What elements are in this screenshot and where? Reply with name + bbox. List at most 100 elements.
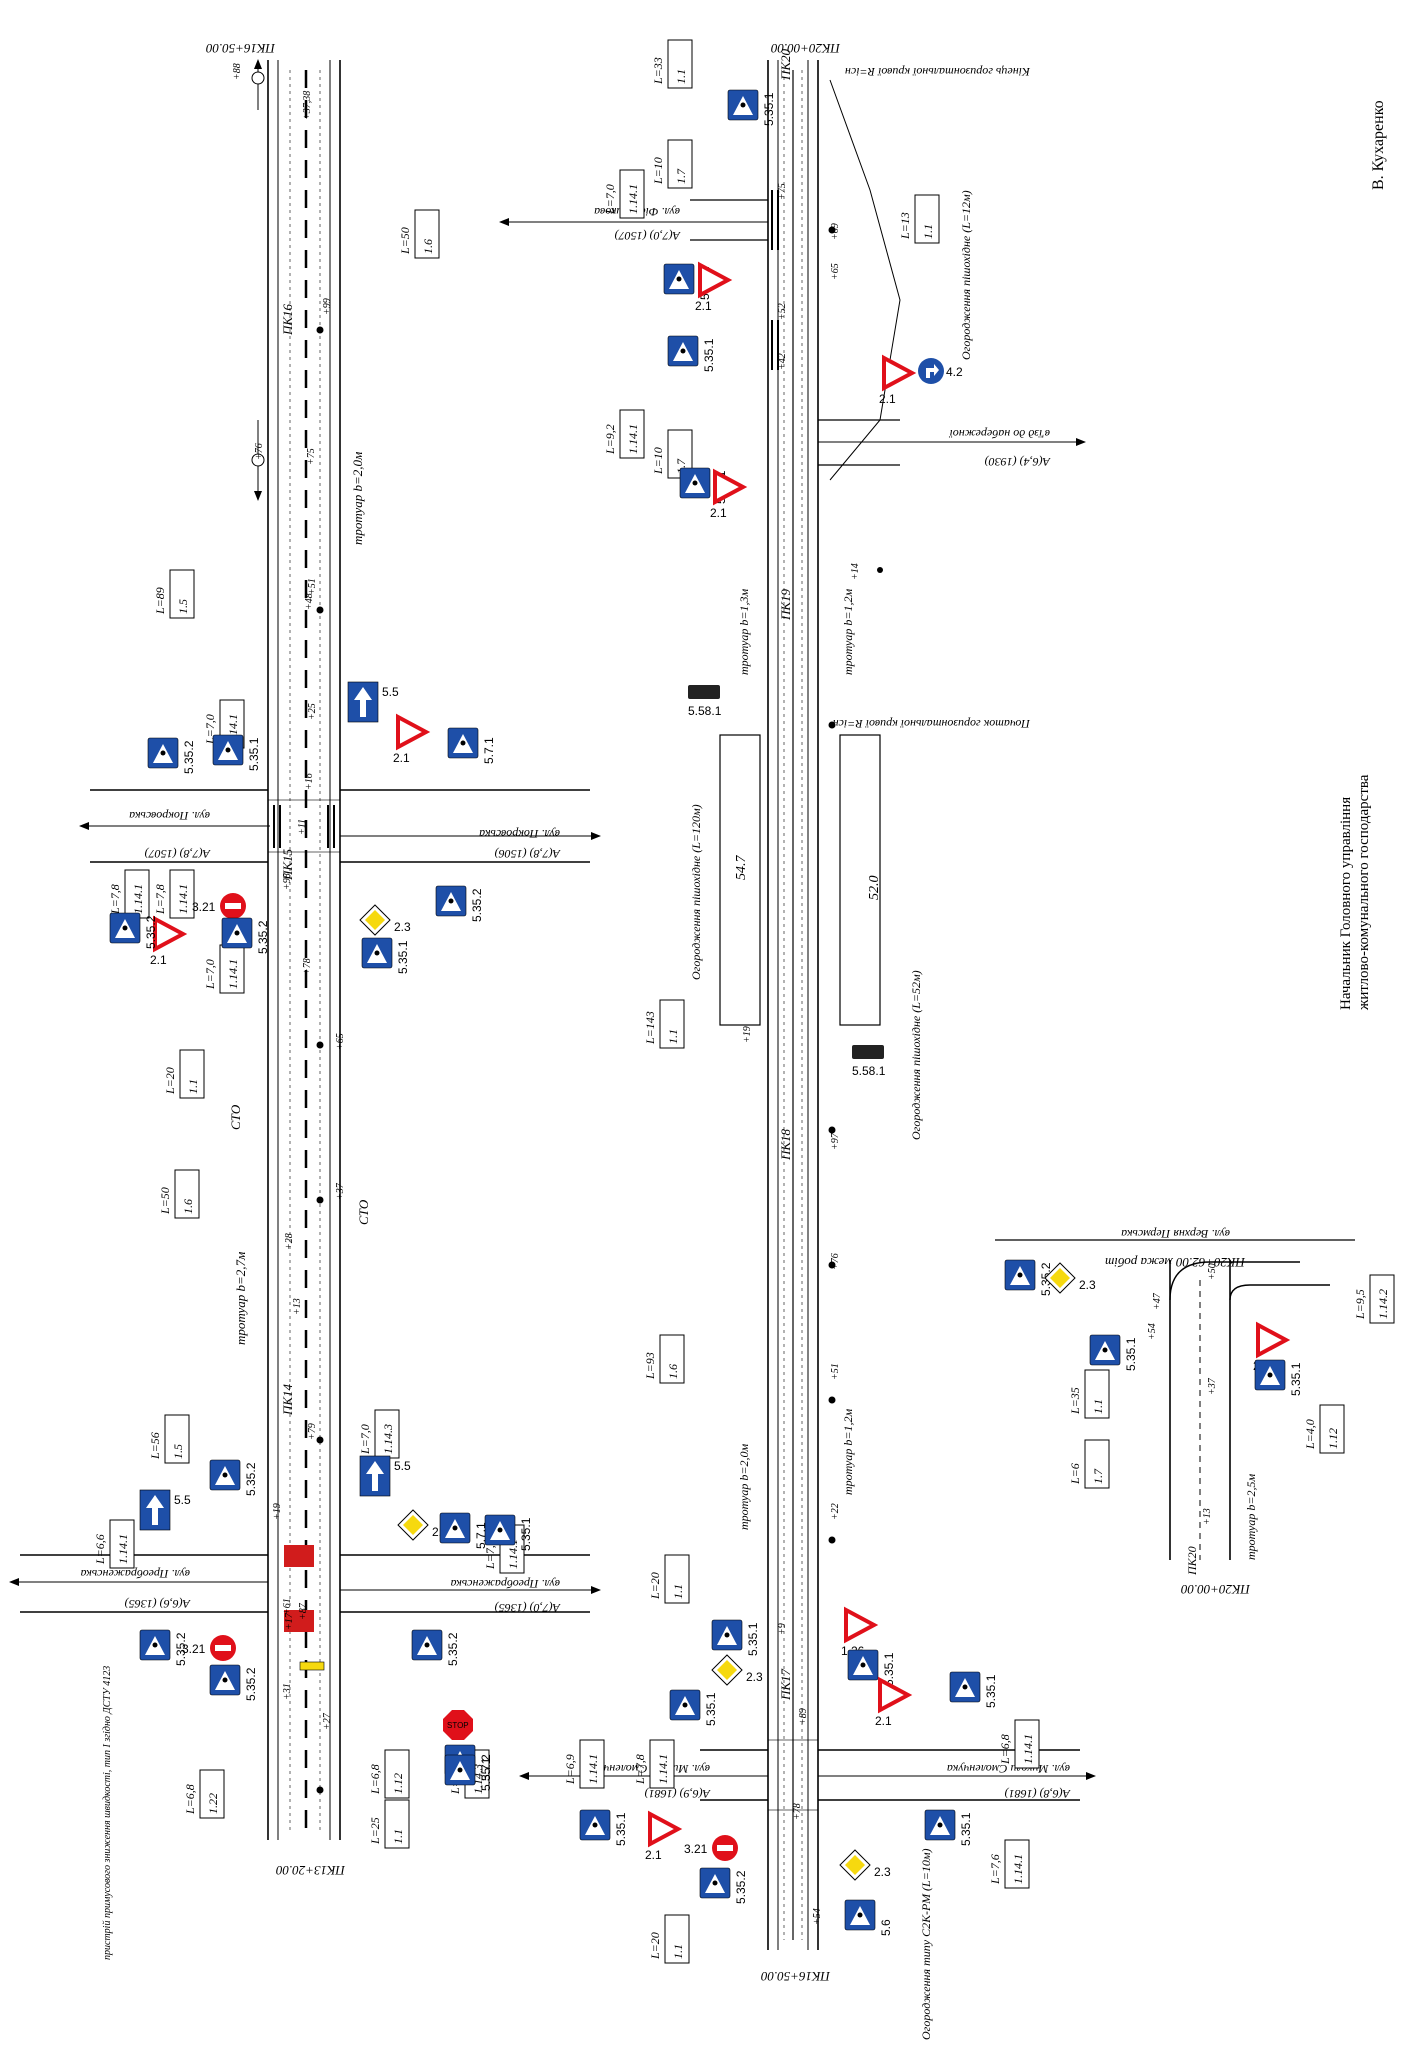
station-mark: +14 bbox=[850, 563, 861, 580]
svg-text:5.35.2: 5.35.2 bbox=[244, 1462, 258, 1496]
station-marks: +88+37,38+76+75+99+51+48+25+16+11+98+78+… bbox=[232, 63, 1218, 1925]
pedestrian-crossing-sign-icon: 5.7.1 bbox=[447, 727, 496, 764]
marking-label: 1.14.1L=7,6 bbox=[988, 1839, 1030, 1889]
right-pk-top: ПК20+62.00 межа робіт bbox=[1105, 1255, 1246, 1270]
picket-labels: ПК16 ПК15 ПК14 ПК20 ПК19 ПК18 ПК17 ПК20 bbox=[280, 48, 1199, 1701]
svg-text:2.1: 2.1 bbox=[150, 953, 167, 967]
svg-text:А(7,8) (1506): А(7,8) (1506) bbox=[495, 847, 561, 861]
pedestrian-crossing-sign-icon: 5.35.1 bbox=[949, 1671, 998, 1708]
svg-text:ПК16: ПК16 bbox=[280, 303, 295, 336]
info-plate-sign-icon: 5.58.1 bbox=[852, 1045, 886, 1078]
svg-text:L=89: L=89 bbox=[153, 587, 167, 615]
svg-text:2.1: 2.1 bbox=[695, 299, 712, 313]
svg-text:вул. Покровська: вул. Покровська bbox=[129, 809, 210, 823]
station-mark: +28 bbox=[284, 1233, 295, 1250]
svg-text:1.14.1: 1.14.1 bbox=[626, 424, 640, 454]
svg-text:L=33: L=33 bbox=[651, 57, 665, 85]
warning-triangle-sign-icon: 2.1 bbox=[150, 915, 188, 967]
svg-text:5.7.2: 5.7.2 bbox=[479, 1754, 493, 1781]
pedestrian-crossing-sign-icon: 5.35.2 bbox=[435, 885, 484, 922]
marking-label: 1.14.1L=6,6 bbox=[93, 1519, 135, 1569]
marking-label: 1.1 L=33 bbox=[651, 39, 693, 89]
svg-text:5.35.2: 5.35.2 bbox=[144, 915, 158, 949]
station-mark: +51 bbox=[307, 578, 318, 595]
priority-road-sign-icon: 2.3 bbox=[1044, 1262, 1096, 1294]
marking-label: 1.1L=13 bbox=[898, 194, 940, 244]
svg-text:пристрій примусового зниження: пристрій примусового зниження швидкості,… bbox=[102, 1666, 113, 1960]
station-mark: +19 bbox=[742, 1026, 753, 1043]
svg-text:5.35.1: 5.35.1 bbox=[1289, 1362, 1303, 1396]
station-mark: +9 bbox=[777, 1623, 788, 1635]
pedestrian-crossing-sign-icon: 5.35.2 bbox=[147, 737, 196, 774]
svg-text:ПК19: ПК19 bbox=[778, 588, 793, 621]
station-mark: +47 bbox=[1152, 1292, 1163, 1310]
svg-text:L=7,8: L=7,8 bbox=[108, 884, 122, 915]
pedestrian-crossing-sign-icon: 5.35.2 bbox=[209, 1664, 258, 1701]
svg-text:А(7,0) (1365): А(7,0) (1365) bbox=[495, 1601, 561, 1615]
svg-text:1.14.1: 1.14.1 bbox=[116, 1534, 130, 1564]
warning-triangle-sign-icon: 2.1 bbox=[645, 1810, 683, 1862]
svg-text:5.5: 5.5 bbox=[174, 1493, 191, 1507]
pedestrian-crossing-sign-icon: 5.35.1 bbox=[1254, 1359, 1303, 1396]
station-mark: +54 bbox=[1147, 1323, 1158, 1340]
svg-text:L=7,0: L=7,0 bbox=[358, 1424, 372, 1455]
svg-text:5.35.2: 5.35.2 bbox=[470, 888, 484, 922]
marking-label: 1.1L=20 bbox=[163, 1049, 205, 1099]
marking-label: 1.14.1L=7,0 bbox=[603, 169, 645, 219]
svg-text:5.5: 5.5 bbox=[394, 1459, 411, 1473]
marking-label: 1.5L=89 bbox=[153, 569, 195, 619]
station-mark: +31 bbox=[282, 1683, 293, 1700]
pedestrian-crossing-sign-icon: 5.35.1 bbox=[924, 1809, 973, 1846]
right-pk-bottom: ПК20+00.00 bbox=[1180, 1582, 1251, 1597]
svg-text:А(6,8) (1681): А(6,8) (1681) bbox=[1005, 1787, 1071, 1801]
svg-text:1.1: 1.1 bbox=[674, 69, 688, 84]
svg-text:L=9,2: L=9,2 bbox=[603, 424, 617, 455]
svg-text:L=93: L=93 bbox=[643, 1352, 657, 1380]
svg-text:L=10: L=10 bbox=[651, 447, 665, 475]
svg-text:Кінець горизонтальної кривої R: Кінець горизонтальної кривої R=існ bbox=[845, 65, 1031, 79]
svg-text:L=7,0: L=7,0 bbox=[483, 1539, 497, 1570]
svg-text:L=20: L=20 bbox=[163, 1067, 177, 1095]
svg-text:А(6,9) (1681): А(6,9) (1681) bbox=[645, 1787, 711, 1801]
station-mark: +37,38 bbox=[302, 91, 313, 120]
svg-text:5.35.2: 5.35.2 bbox=[256, 920, 270, 954]
priority-road-sign-icon: 2.3 bbox=[711, 1654, 763, 1686]
station-mark: +37 bbox=[1207, 1377, 1218, 1395]
station-mark: +42 bbox=[777, 353, 788, 370]
svg-text:1.1: 1.1 bbox=[1091, 1399, 1105, 1414]
marking-label: 1.14.1L=6,8 bbox=[998, 1719, 1040, 1769]
warning-triangle-sign-icon: 2.1 bbox=[393, 713, 431, 765]
svg-text:вул. Преображенська: вул. Преображенська bbox=[450, 1577, 560, 1591]
no-entry-sign-icon: 3.21 bbox=[182, 1635, 236, 1661]
station-mark: +65 bbox=[830, 263, 841, 280]
svg-text:вул. Верхня Пермська: вул. Верхня Пермська bbox=[1121, 1227, 1230, 1241]
svg-text:ПК15: ПК15 bbox=[280, 848, 295, 881]
svg-text:3.21: 3.21 bbox=[684, 1842, 708, 1856]
station-mark: +13 bbox=[1202, 1508, 1213, 1525]
svg-text:5.35.1: 5.35.1 bbox=[614, 1812, 628, 1846]
svg-text:5.35.1: 5.35.1 bbox=[1124, 1337, 1138, 1371]
svg-text:54.7: 54.7 bbox=[734, 855, 749, 881]
pedestrian-crossing-sign-icon: 5.35.2 bbox=[109, 912, 158, 949]
pedestrian-crossing-sign-icon: 5.35.2 bbox=[699, 1867, 748, 1904]
station-mark: +89 bbox=[798, 1708, 809, 1725]
right-road bbox=[995, 1239, 1355, 1560]
svg-text:2.1: 2.1 bbox=[393, 751, 410, 765]
svg-text:5.35.1: 5.35.1 bbox=[882, 1652, 896, 1686]
svg-text:2.3: 2.3 bbox=[874, 1865, 891, 1879]
pedestrian-crossing-sign-icon: 5.35.1 bbox=[847, 1649, 896, 1686]
marking-label: 1.12L=4,0 bbox=[1303, 1404, 1345, 1454]
svg-text:L=10: L=10 bbox=[651, 157, 665, 185]
svg-text:1.6: 1.6 bbox=[181, 1199, 195, 1214]
pedestrian-crossing-sign-icon: 5.35.1 bbox=[484, 1514, 533, 1551]
station-mark: +76 bbox=[254, 443, 265, 460]
svg-text:5.58.1: 5.58.1 bbox=[688, 704, 722, 718]
station-mark: +22 bbox=[830, 1503, 841, 1520]
svg-text:5.35.2: 5.35.2 bbox=[734, 1870, 748, 1904]
pedestrian-crossing-sign-icon: 5.35.1 bbox=[727, 89, 776, 126]
mid-pk-top: ПК20+00.00 bbox=[770, 41, 841, 56]
svg-text:А(7,8) (1507): А(7,8) (1507) bbox=[145, 847, 211, 861]
svg-text:1.22: 1.22 bbox=[206, 1793, 220, 1814]
